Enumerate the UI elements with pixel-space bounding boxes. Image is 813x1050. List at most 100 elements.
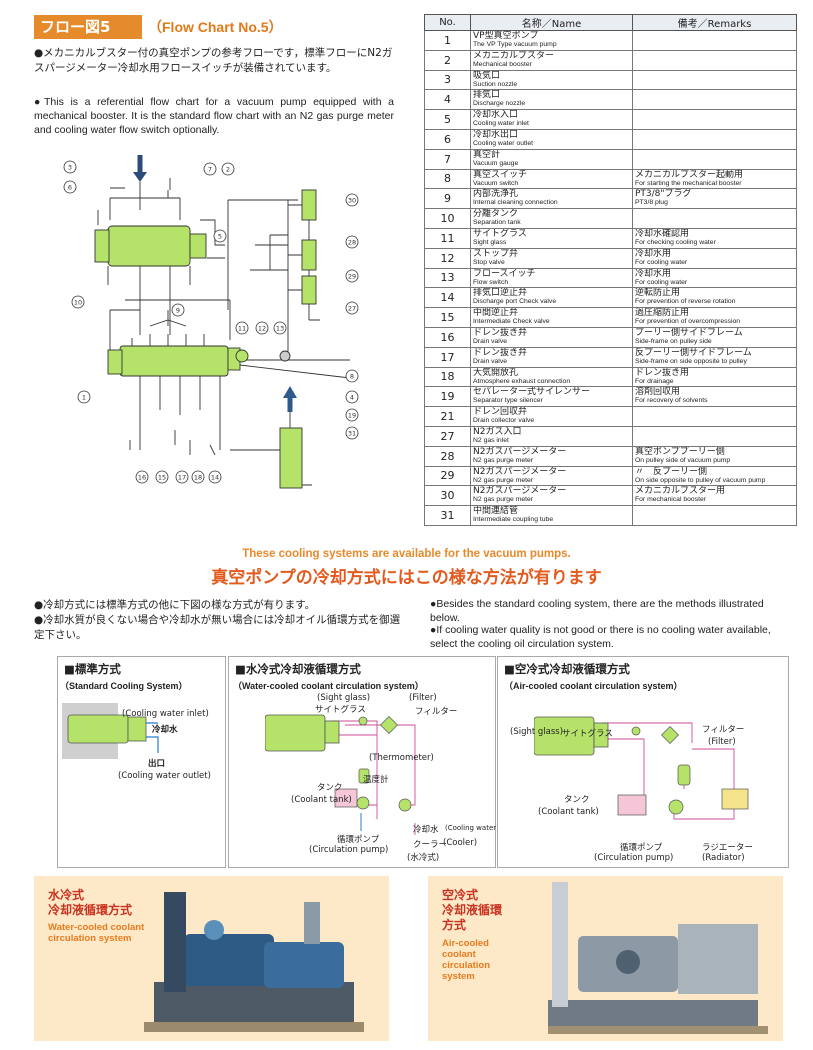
name-en: Separator type silencer (473, 397, 543, 405)
photo-air-cooled: 空冷式 冷却液循環 方式 Air-cooled coolant circulat… (428, 876, 783, 1041)
cell-no: 28 (424, 445, 471, 467)
name-en: Drain collector valve (473, 417, 535, 425)
air-radiator-jp: ラジエーター (702, 843, 753, 853)
cell-no: 16 (424, 326, 471, 348)
std-inlet-en: (Cooling water inlet) (122, 709, 209, 719)
water-pump-en: (Circulation pump) (309, 845, 389, 855)
photo-water-caption-1: Water-cooled coolant (48, 922, 145, 933)
diagram-label: 9 (176, 307, 180, 315)
cell-remarks (632, 30, 797, 51)
cell-no: 21 (424, 406, 471, 427)
diagram-label: 31 (348, 430, 356, 438)
remarks-jp: メカニカルブスター用 (635, 486, 726, 497)
water-filter-jp: フィルター (415, 707, 458, 717)
cell-no: 2 (424, 49, 471, 71)
air-cooled-photo-image (548, 882, 768, 1034)
diagram-label: 16 (138, 474, 146, 482)
name-en: Internal cleaning connection (473, 199, 558, 207)
remarks-jp: 冷却水用 (635, 248, 672, 259)
panel-air-subtitle: （Air-cooled coolant circulation system） (504, 681, 683, 691)
remarks-en: Side-frame on pulley side (635, 337, 712, 345)
cell-no: 7 (424, 148, 471, 170)
name-en: Discharge nozzle (473, 100, 526, 108)
name-jp: N2ガス入口 (473, 426, 522, 437)
name-jp: ストップ弁 (473, 248, 519, 259)
panel-water-cooled: ■水冷式冷却液循環方式 （Water-cooled coolant circul… (228, 656, 499, 868)
vacuum-pump (119, 345, 229, 377)
name-en: N2 gas inlet (473, 436, 509, 444)
photo-water-cooled: 水冷式 冷却液循環方式 Water-cooled coolant circula… (34, 876, 389, 1041)
air-filter-jp: フィルター (702, 725, 745, 735)
diagram-label: 14 (211, 474, 219, 482)
name-jp: N2ガスパージメーター (473, 486, 567, 497)
name-jp: 中間逆止弁 (473, 308, 519, 319)
table-header-row: No. 名称／Name 備考／Remarks (424, 14, 797, 31)
remarks-en: For mechanical booster (635, 496, 707, 504)
diagram-label: 17 (178, 474, 186, 482)
name-jp: VP型真空ポンプ (473, 31, 539, 41)
remarks-jp: 逆転防止用 (635, 288, 681, 299)
air-pump-jp: 循環ポンプ (620, 843, 663, 853)
panel-air-title: ■空冷式冷却液循環方式 (504, 662, 630, 676)
name-jp: 真空スイッチ (473, 169, 528, 180)
name-jp: 冷却水入口 (473, 110, 519, 121)
name-jp: N2ガスパージメーター (473, 466, 567, 477)
diagram-label: 11 (238, 325, 246, 333)
remarks-jp: 溶剤回収用 (635, 387, 681, 398)
remarks-en: For checking cooling water (635, 238, 716, 246)
photo-water-caption-2: circulation system (48, 933, 132, 944)
water-cooler-jp: クーラー (413, 840, 448, 850)
remarks-en: For starting the mechanical booster (635, 179, 742, 187)
cell-no: 5 (424, 109, 471, 130)
cell-no: 19 (424, 386, 471, 408)
name-jp: 冷却水出口 (473, 129, 519, 140)
col-header-remarks: 備考／Remarks (632, 14, 797, 31)
std-outlet-jp: 出口 (148, 759, 166, 769)
photo-air-title-3: 方式 (442, 918, 467, 932)
cell-remarks (632, 89, 797, 111)
cell-no: 11 (424, 227, 471, 249)
suction-arrow-icon (133, 172, 147, 182)
cooling-note-en-2: ●If cooling water quality is not good or… (430, 624, 771, 650)
name-jp: 大気開放孔 (473, 367, 519, 378)
discharge-arrow-icon (283, 386, 297, 398)
remarks-en: PT3/8 plug (635, 199, 668, 207)
panel-standard-subtitle: （Standard Cooling System） (60, 681, 188, 691)
panel-standard-title: ■標準方式 (64, 662, 121, 676)
cell-remarks (632, 208, 797, 229)
remarks-en: For cooling water (635, 258, 688, 266)
air-pump-en: (Circulation pump) (594, 853, 674, 863)
name-en: The VP Type vacuum pump (473, 41, 557, 48)
name-en: Vacuum gauge (473, 159, 519, 167)
remarks-en: On pulley side of vacuum pump (635, 456, 731, 464)
diagram-label: 18 (194, 474, 202, 482)
photo-air-title-1: 空冷式 (442, 888, 479, 902)
